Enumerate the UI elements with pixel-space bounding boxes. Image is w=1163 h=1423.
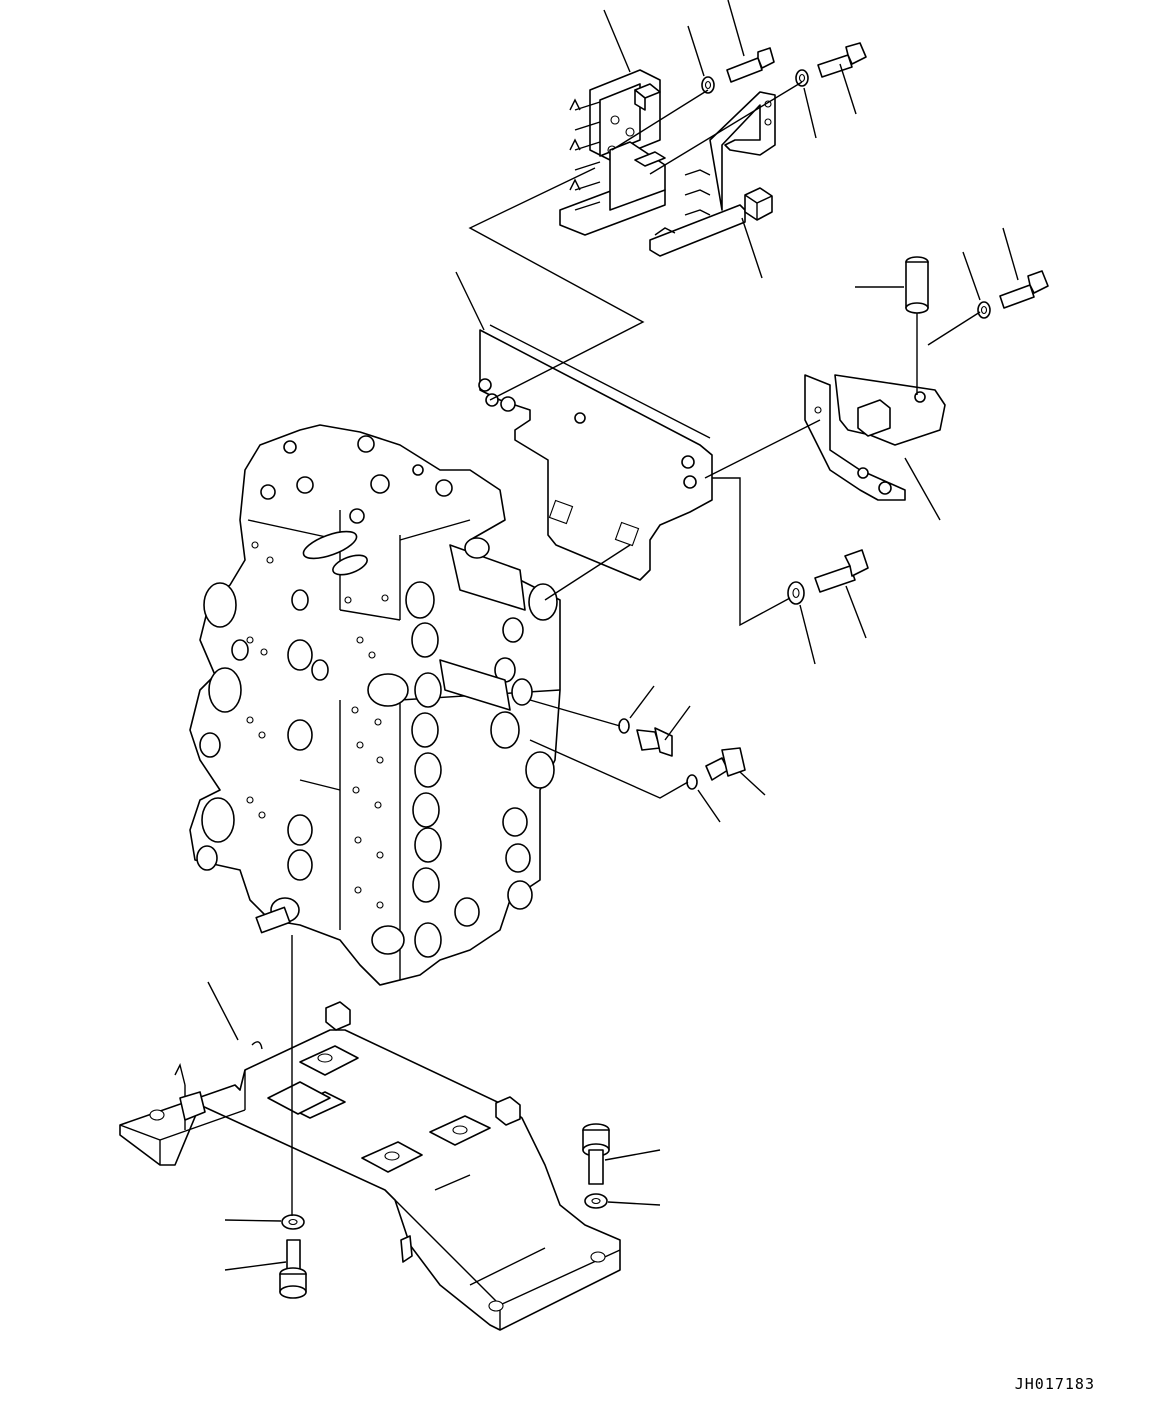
- upper-right-bracket-assembly: [650, 92, 775, 256]
- leader-bracket-upper-left: [604, 10, 630, 72]
- drawing-number: JH017183: [1014, 1375, 1095, 1393]
- valve-ports: [247, 542, 388, 908]
- valve-solenoids: [440, 538, 557, 710]
- leader-bolt-upper-left: [728, 0, 744, 56]
- leader-sensor-lower: [740, 772, 765, 795]
- leader-bracket-right: [905, 458, 940, 520]
- leader-washer-upper: [688, 26, 704, 76]
- leader-base-bracket: [208, 982, 238, 1040]
- valve-spool-caps-left: [197, 583, 328, 933]
- leader-plate-bracket: [456, 272, 484, 330]
- plate-bracket: [479, 325, 712, 580]
- leader-bolt-lower-left: [225, 1262, 286, 1270]
- lower-right-fasteners: [583, 1124, 609, 1208]
- leader-bolt-lower-right: [605, 1150, 660, 1160]
- leader-o-ring-upper: [630, 686, 654, 718]
- leader-bracket-upper-right: [742, 218, 762, 278]
- assembly-guide-lines: [292, 82, 980, 1216]
- leader-bolt-right: [1003, 228, 1018, 280]
- mid-fasteners: [788, 550, 868, 604]
- right-fasteners: [906, 257, 1048, 318]
- leader-washer-right: [963, 252, 980, 300]
- control-valve: [190, 425, 560, 985]
- pressure-sensors: [619, 719, 745, 789]
- leader-bolt-mid: [846, 586, 866, 638]
- base-bracket: [120, 1002, 620, 1330]
- valve-spool-caps-right: [368, 576, 554, 957]
- upper-fasteners: [702, 43, 866, 93]
- leader-o-ring-lower: [698, 790, 720, 822]
- right-bracket: [805, 375, 945, 500]
- leader-bolt-upper-right: [840, 64, 856, 114]
- leader-washer-lower-right: [608, 1202, 660, 1205]
- upper-left-bracket-assembly: [560, 70, 665, 235]
- leader-washer-lower-left: [225, 1220, 281, 1221]
- leader-washer-mid: [800, 605, 815, 664]
- leader-washer-upper-right: [804, 88, 816, 138]
- valve-top-bolts: [261, 436, 452, 579]
- callout-leaders: [208, 0, 1018, 1270]
- lower-left-fasteners: [280, 1215, 306, 1298]
- leader-sensor-upper: [665, 706, 690, 740]
